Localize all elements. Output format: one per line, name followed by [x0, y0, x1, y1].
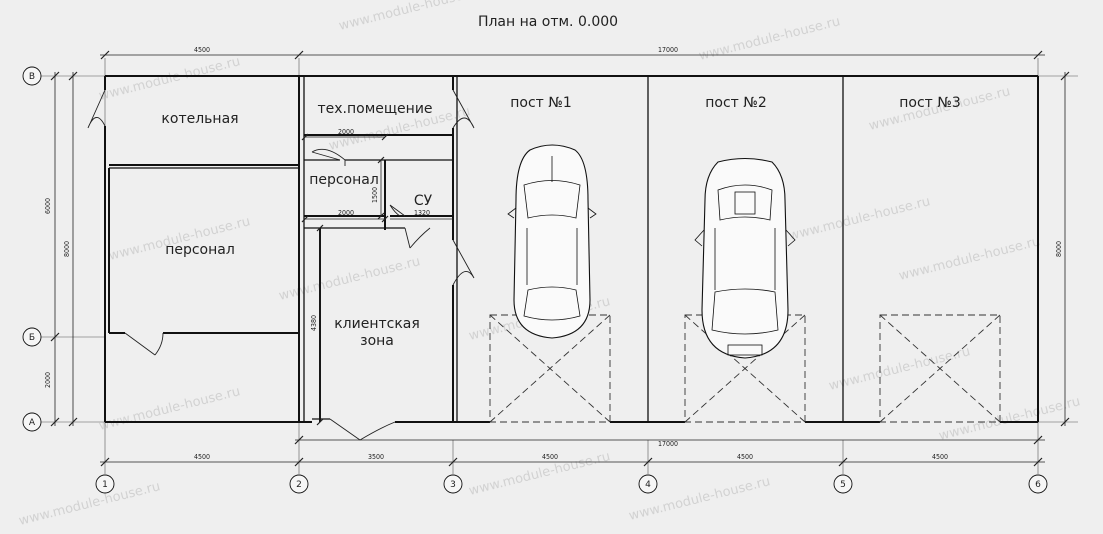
axis-label-col-2: 2	[296, 480, 302, 490]
dim-client-4380: 4380	[310, 315, 318, 331]
dim-right-8000: 8000	[1055, 241, 1063, 257]
watermark: www.module-house.ru	[17, 479, 161, 529]
axis-label-col-3: 3	[450, 480, 456, 490]
dim-left-8000: 8000	[63, 241, 71, 257]
dim-bottom-4500-5: 4500	[932, 453, 948, 461]
car-sedan	[507, 144, 597, 339]
dim-bottom-4500-1: 4500	[194, 453, 210, 461]
walls	[104, 75, 1039, 423]
axis-label-row-b: Б	[29, 333, 35, 343]
watermark: www.module-house.ru	[337, 0, 481, 34]
dim-top-4500: 4500	[194, 46, 210, 54]
dim-wc-1320: 1320	[414, 209, 430, 217]
room-label-staff-large: персонал	[165, 242, 235, 258]
room-label-boiler: котельная	[161, 111, 238, 127]
row-axis-markers: В Б А	[22, 66, 42, 432]
right-dimensions: 8000	[1055, 71, 1070, 427]
watermark: www.module-house.ru	[97, 384, 241, 434]
top-dimensions: 4500 17000	[100, 46, 1045, 60]
room-label-post-3: пост №3	[899, 95, 961, 111]
plan-title: План на отм. 0.000	[478, 14, 618, 30]
watermark: www.module-house.ru	[897, 234, 1041, 284]
dim-bottom-4500-4: 4500	[737, 453, 753, 461]
watermark: www.module-house.ru	[787, 194, 931, 244]
column-axis-markers: 1 2 3 4 5 6	[95, 474, 1048, 494]
axis-label-col-5: 5	[840, 480, 846, 490]
room-label-client-line1: клиентская	[334, 316, 420, 332]
watermark: www.module-house.ru	[467, 449, 611, 499]
room-label-staff-small: персонал	[309, 172, 379, 188]
room-label-post-2: пост №2	[705, 95, 767, 111]
dim-staff-2000-bottom: 2000	[338, 209, 354, 217]
room-labels: котельная тех.помещение персонал СУ перс…	[161, 95, 960, 349]
dim-bottom-17000: 17000	[658, 440, 678, 448]
dim-top-17000: 17000	[658, 46, 678, 54]
left-dimensions: 6000 2000 8000	[44, 71, 78, 427]
dim-left-6000: 6000	[44, 198, 52, 214]
dim-bottom-4500-3: 4500	[542, 453, 558, 461]
axis-label-col-4: 4	[645, 480, 651, 490]
dim-left-2000: 2000	[44, 372, 52, 388]
garage-gates	[489, 314, 1001, 423]
dim-staff-2000-top: 2000	[338, 128, 354, 136]
dim-staff-1500: 1500	[371, 187, 379, 203]
axis-label-row-a: А	[29, 418, 36, 428]
room-label-tech: тех.помещение	[317, 101, 432, 117]
room-label-post-1: пост №1	[510, 95, 572, 111]
room-label-client-line2: зона	[360, 333, 394, 349]
room-label-wc: СУ	[414, 193, 433, 209]
watermark: www.module-house.ru	[827, 344, 971, 394]
axis-label-col-6: 6	[1035, 480, 1041, 490]
doors	[87, 89, 475, 441]
watermark: www.module-house.ru	[937, 394, 1081, 444]
bottom-dimensions: 17000 4500 3500 4500 4500 4500	[100, 435, 1045, 467]
dim-bottom-3500: 3500	[368, 453, 384, 461]
car-suv	[694, 157, 796, 359]
watermark: www.module-house.ru	[97, 54, 241, 104]
watermark: www.module-house.ru	[697, 14, 841, 64]
axis-label-row-v: В	[29, 72, 35, 82]
internal-dimensions: 2000 2000 1500 1320 4380	[301, 128, 453, 426]
axis-label-col-1: 1	[102, 480, 108, 490]
